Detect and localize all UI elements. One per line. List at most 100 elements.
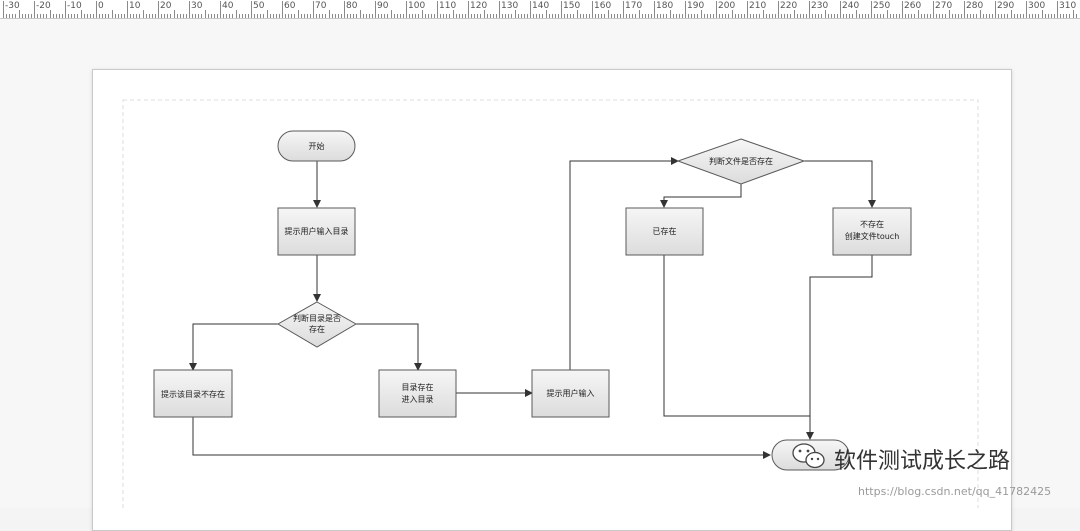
ruler-tick [269,14,271,18]
ruler-tick [9,14,11,18]
ruler-tick [49,10,51,18]
ruler-tick [1029,14,1031,18]
ruler-tick [533,14,535,18]
ruler-tick [623,1,624,18]
ruler-tick [102,14,104,18]
ruler-tick [976,14,978,18]
node-directory-enter[interactable]: 目录存在 进入目录 [378,369,457,418]
ruler-label: 170 [625,1,643,11]
ruler-tick [123,14,125,18]
ruler-tick [517,14,519,18]
ruler-label: 190 [687,1,705,11]
ruler-tick [836,14,838,18]
printable-area-border [122,99,979,508]
ruler-tick [756,14,758,18]
ruler-tick [210,14,212,18]
ruler-tick [418,14,420,18]
ruler-tick [657,14,659,18]
ruler-tick [412,14,414,18]
connector-check-to-missing [189,323,279,371]
ruler-tick [607,10,609,18]
ruler-tick [192,14,194,18]
ruler-tick [334,14,336,18]
ruler-tick [864,14,866,18]
ruler-tick [716,1,717,18]
ruler-tick [464,14,466,18]
ruler-tick [27,14,29,18]
ruler-tick [650,14,652,18]
ruler-tick [92,14,94,18]
ruler-tick [898,14,900,18]
ruler-tick [1072,10,1074,18]
ruler-tick [855,10,857,18]
ruler-tick [1041,10,1043,18]
ruler-tick [24,14,26,18]
node-file-exists[interactable]: 已存在 [625,207,704,256]
ruler-tick [712,14,714,18]
ruler-label: 50 [253,1,265,11]
directory-enter-label-2: 进入目录 [402,395,434,404]
watermark: 软件测试成长之路 https://blog.csdn.net/qq_417824… [792,443,1051,498]
ruler-tick [68,14,70,18]
ruler-label: 270 [935,1,953,11]
ruler-tick [545,10,547,18]
ruler-tick [669,10,671,18]
ruler-label: -30 [5,1,20,11]
ruler-tick [1060,14,1062,18]
ruler-label: 80 [346,1,358,11]
ruler-tick [530,1,531,18]
node-check-directory[interactable]: 判断目录是否 存在 [276,301,358,348]
ruler-tick [427,14,429,18]
ruler-tick [151,14,153,18]
check-directory-diamond [276,301,358,348]
ruler-tick [520,14,522,18]
node-file-missing[interactable]: 不存在 创建文件touch [832,207,912,256]
ruler-tick [700,10,702,18]
ruler-tick [437,1,438,18]
node-check-file[interactable]: 判断文件是否存在 [676,138,806,185]
ruler-tick [390,10,392,18]
ruler-tick [130,14,132,18]
ruler-tick [505,14,507,18]
ruler-label: 180 [656,1,674,11]
ruler-tick [440,14,442,18]
node-prompt-input[interactable]: 提示用户输入 [531,369,610,418]
ruler-tick [257,14,259,18]
drawing-canvas[interactable]: 开始 提示用户输入目录 判断目录是否 存在 提示该目录不存在 目录存在 进入目录… [0,19,1080,531]
ruler-label: 130 [501,1,519,11]
watermark-title: 软件测试成长之路 [834,449,1010,474]
ruler-tick [967,14,969,18]
ruler-tick [309,14,311,18]
start-terminator [277,130,356,162]
ruler-tick [892,14,894,18]
ruler-tick [861,14,863,18]
ruler-tick [768,14,770,18]
ruler-tick [285,14,287,18]
flowchart: 开始 提示用户输入目录 判断目录是否 存在 提示该目录不存在 目录存在 进入目录… [122,99,1051,508]
directory-enter-box [378,369,457,418]
ruler-tick [585,14,587,18]
ruler-tick [660,14,662,18]
ruler-tick [818,14,820,18]
ruler-tick [709,14,711,18]
ruler-tick [247,14,249,18]
ruler-tick [926,14,928,18]
ruler-tick [796,14,798,18]
ruler-tick [638,10,640,18]
ruler-tick [843,14,845,18]
ruler-tick [337,14,339,18]
ruler-tick [375,1,376,18]
ruler-label: 120 [470,1,488,11]
node-directory-missing[interactable]: 提示该目录不存在 [153,369,233,418]
ruler-tick [226,14,228,18]
ruler-tick [985,14,987,18]
ruler-tick [207,14,209,18]
ruler-tick [3,1,4,18]
node-prompt-directory[interactable]: 提示用户输入目录 [277,207,356,256]
ruler-tick [1066,14,1068,18]
ruler-tick [241,14,243,18]
node-start[interactable]: 开始 [277,130,356,162]
ruler-label: 290 [997,1,1015,11]
ruler-tick [561,1,562,18]
ruler-tick [573,14,575,18]
